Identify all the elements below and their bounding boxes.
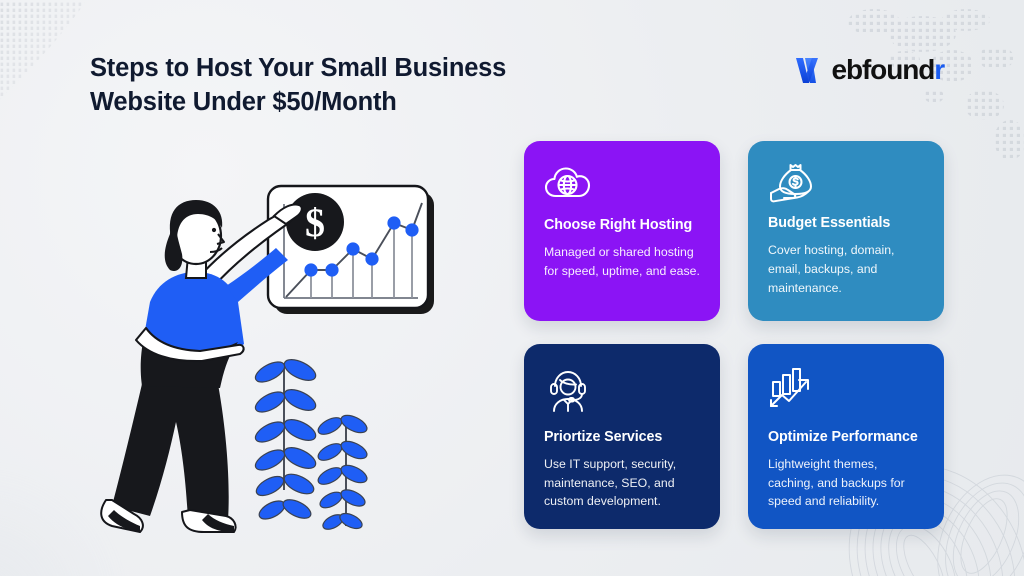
logo-wordmark-main: ebfound [831, 54, 935, 85]
svg-text:$: $ [305, 200, 325, 245]
logo-wordmark: ebfoundr [831, 54, 945, 85]
card-grid: Choose Right Hosting Managed or shared h… [524, 141, 944, 529]
plant-illustrations [254, 359, 368, 530]
whiteboard-panel: $ [266, 184, 434, 314]
brand-logo: ebfoundr [796, 52, 945, 88]
card-description: Managed or shared hosting for speed, upt… [544, 245, 700, 278]
card-description: Use IT support, security, maintenance, S… [544, 456, 677, 509]
card-description: Cover hosting, domain, email, backups, a… [768, 243, 895, 295]
card-budget-essentials[interactable]: Budget Essentials Cover hosting, domain,… [748, 141, 944, 321]
short-leaf-plant [317, 414, 368, 530]
chart-data-points [304, 216, 419, 277]
card-choose-right-hosting[interactable]: Choose Right Hosting Managed or shared h… [524, 141, 720, 321]
cloud-globe-icon [544, 163, 700, 207]
tall-leaf-plant [254, 359, 317, 520]
dollar-sign-badge: $ [286, 193, 344, 251]
headset-support-agent-icon [544, 366, 700, 417]
money-bag-hand-icon [768, 163, 924, 207]
card-optimize-performance[interactable]: Optimize Performance Lightweight themes,… [748, 344, 944, 529]
hero-illustration: $ [100, 184, 434, 533]
logo-w-mark-icon [796, 57, 819, 83]
person-illustration [100, 200, 303, 533]
card-title: Choose Right Hosting [544, 217, 693, 233]
page-title: Steps to Host Your Small Business Websit… [90, 54, 507, 116]
growth-bar-chart-arrow-icon [768, 366, 924, 417]
card-title: Optimize Performance [768, 428, 918, 445]
card-description: Lightweight themes, caching, and backups… [768, 456, 905, 509]
card-title: Budget Essentials [768, 215, 891, 231]
logo-wordmark-accent: r [934, 54, 945, 85]
card-priortize-services[interactable]: Priortize Services Use IT support, secur… [524, 344, 720, 529]
card-title: Priortize Services [544, 428, 663, 445]
